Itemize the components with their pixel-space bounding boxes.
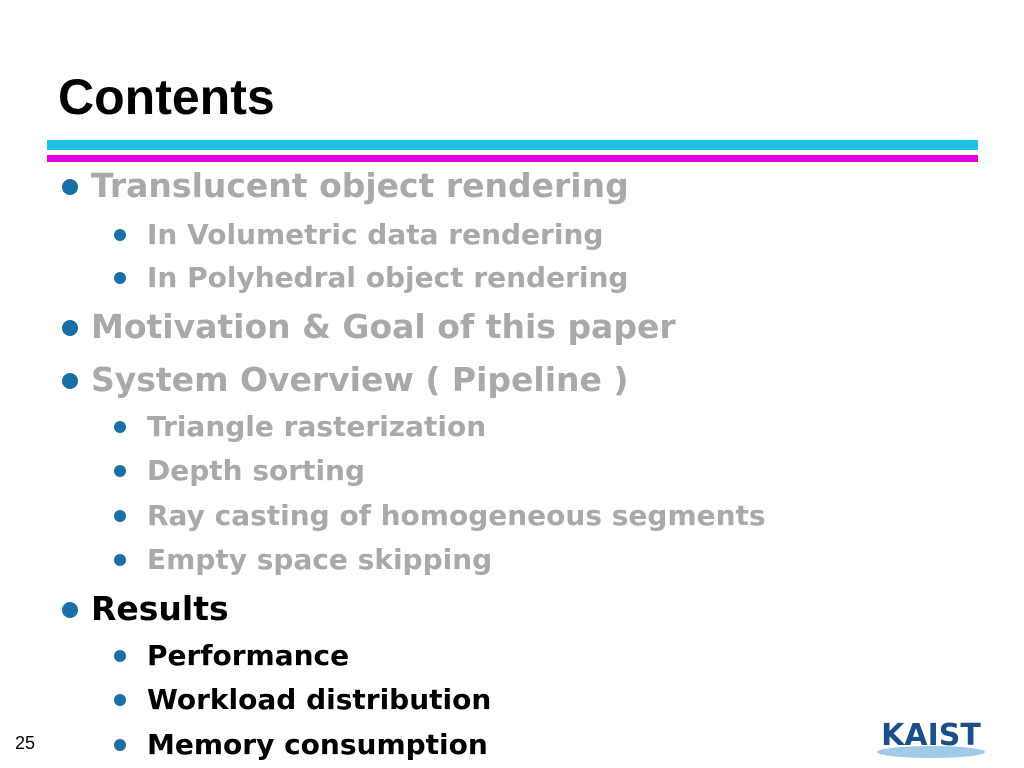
bullet-icon — [114, 465, 126, 477]
bullet-icon — [114, 650, 126, 662]
bullet-icon — [114, 739, 126, 751]
title-rule-cyan — [47, 140, 978, 150]
title-rule-magenta — [47, 155, 978, 162]
outline-subitem-label: Workload distribution — [147, 683, 492, 716]
outline-subitem-label: Ray casting of homogeneous segments — [147, 499, 766, 532]
outline-item-label: Results — [91, 589, 229, 628]
outline-item-label: Motivation & Goal of this paper — [91, 307, 676, 346]
kaist-logo: KAIST — [877, 718, 985, 758]
outline-subitem-label: In Volumetric data rendering — [147, 218, 604, 251]
outline-item-label: Translucent object rendering — [91, 166, 629, 205]
bullet-icon — [62, 373, 78, 389]
slide-title: Contents — [58, 69, 275, 125]
bullet-icon — [114, 510, 126, 522]
bullet-icon — [62, 179, 78, 195]
outline-subitem-label: Triangle rasterization — [147, 410, 487, 443]
bullet-icon — [114, 272, 126, 284]
outline-item-label: System Overview ( Pipeline ) — [91, 360, 629, 399]
logo-swoosh — [877, 746, 985, 758]
outline-subitem-label: Memory consumption — [147, 728, 488, 761]
bullet-icon — [114, 554, 126, 566]
bullet-icon — [62, 602, 78, 618]
bullet-icon — [114, 229, 126, 241]
page-number: 25 — [15, 733, 36, 753]
outline-subitem-label: Depth sorting — [147, 454, 366, 487]
logo-text: KAIST — [881, 718, 981, 753]
outline-subitem-label: Empty space skipping — [147, 543, 493, 576]
bullet-icon — [114, 694, 126, 706]
outline-subitem-label: Performance — [147, 639, 350, 672]
bullet-icon — [114, 421, 126, 433]
bullet-icon — [62, 320, 78, 336]
outline-subitem-label: In Polyhedral object rendering — [147, 261, 629, 294]
